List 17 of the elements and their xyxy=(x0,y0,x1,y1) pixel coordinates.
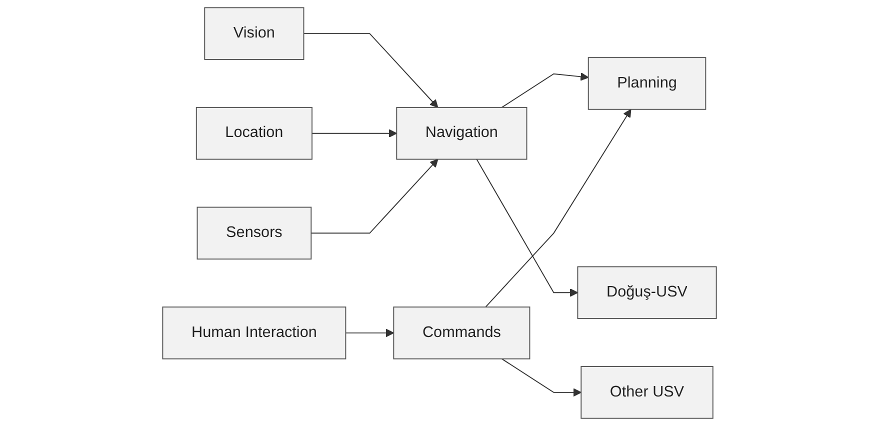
node-box: Navigation xyxy=(396,106,528,160)
arrow xyxy=(303,33,438,108)
node-box: Vision xyxy=(204,7,304,60)
arrow xyxy=(485,109,632,308)
node-box: Other USV xyxy=(580,366,714,419)
node-box: Planning xyxy=(588,57,706,110)
arrow xyxy=(310,158,438,234)
node-box: Doğuş-USV xyxy=(577,266,717,320)
arrow xyxy=(476,158,578,297)
arrow xyxy=(501,358,582,397)
arrow xyxy=(345,328,394,338)
arrow xyxy=(312,129,398,138)
node-box: Human Interaction xyxy=(162,306,346,360)
node-box: Commands xyxy=(393,306,530,360)
node-box: Sensors xyxy=(196,206,312,260)
node-box: Location xyxy=(196,106,312,160)
arrow xyxy=(501,72,589,108)
